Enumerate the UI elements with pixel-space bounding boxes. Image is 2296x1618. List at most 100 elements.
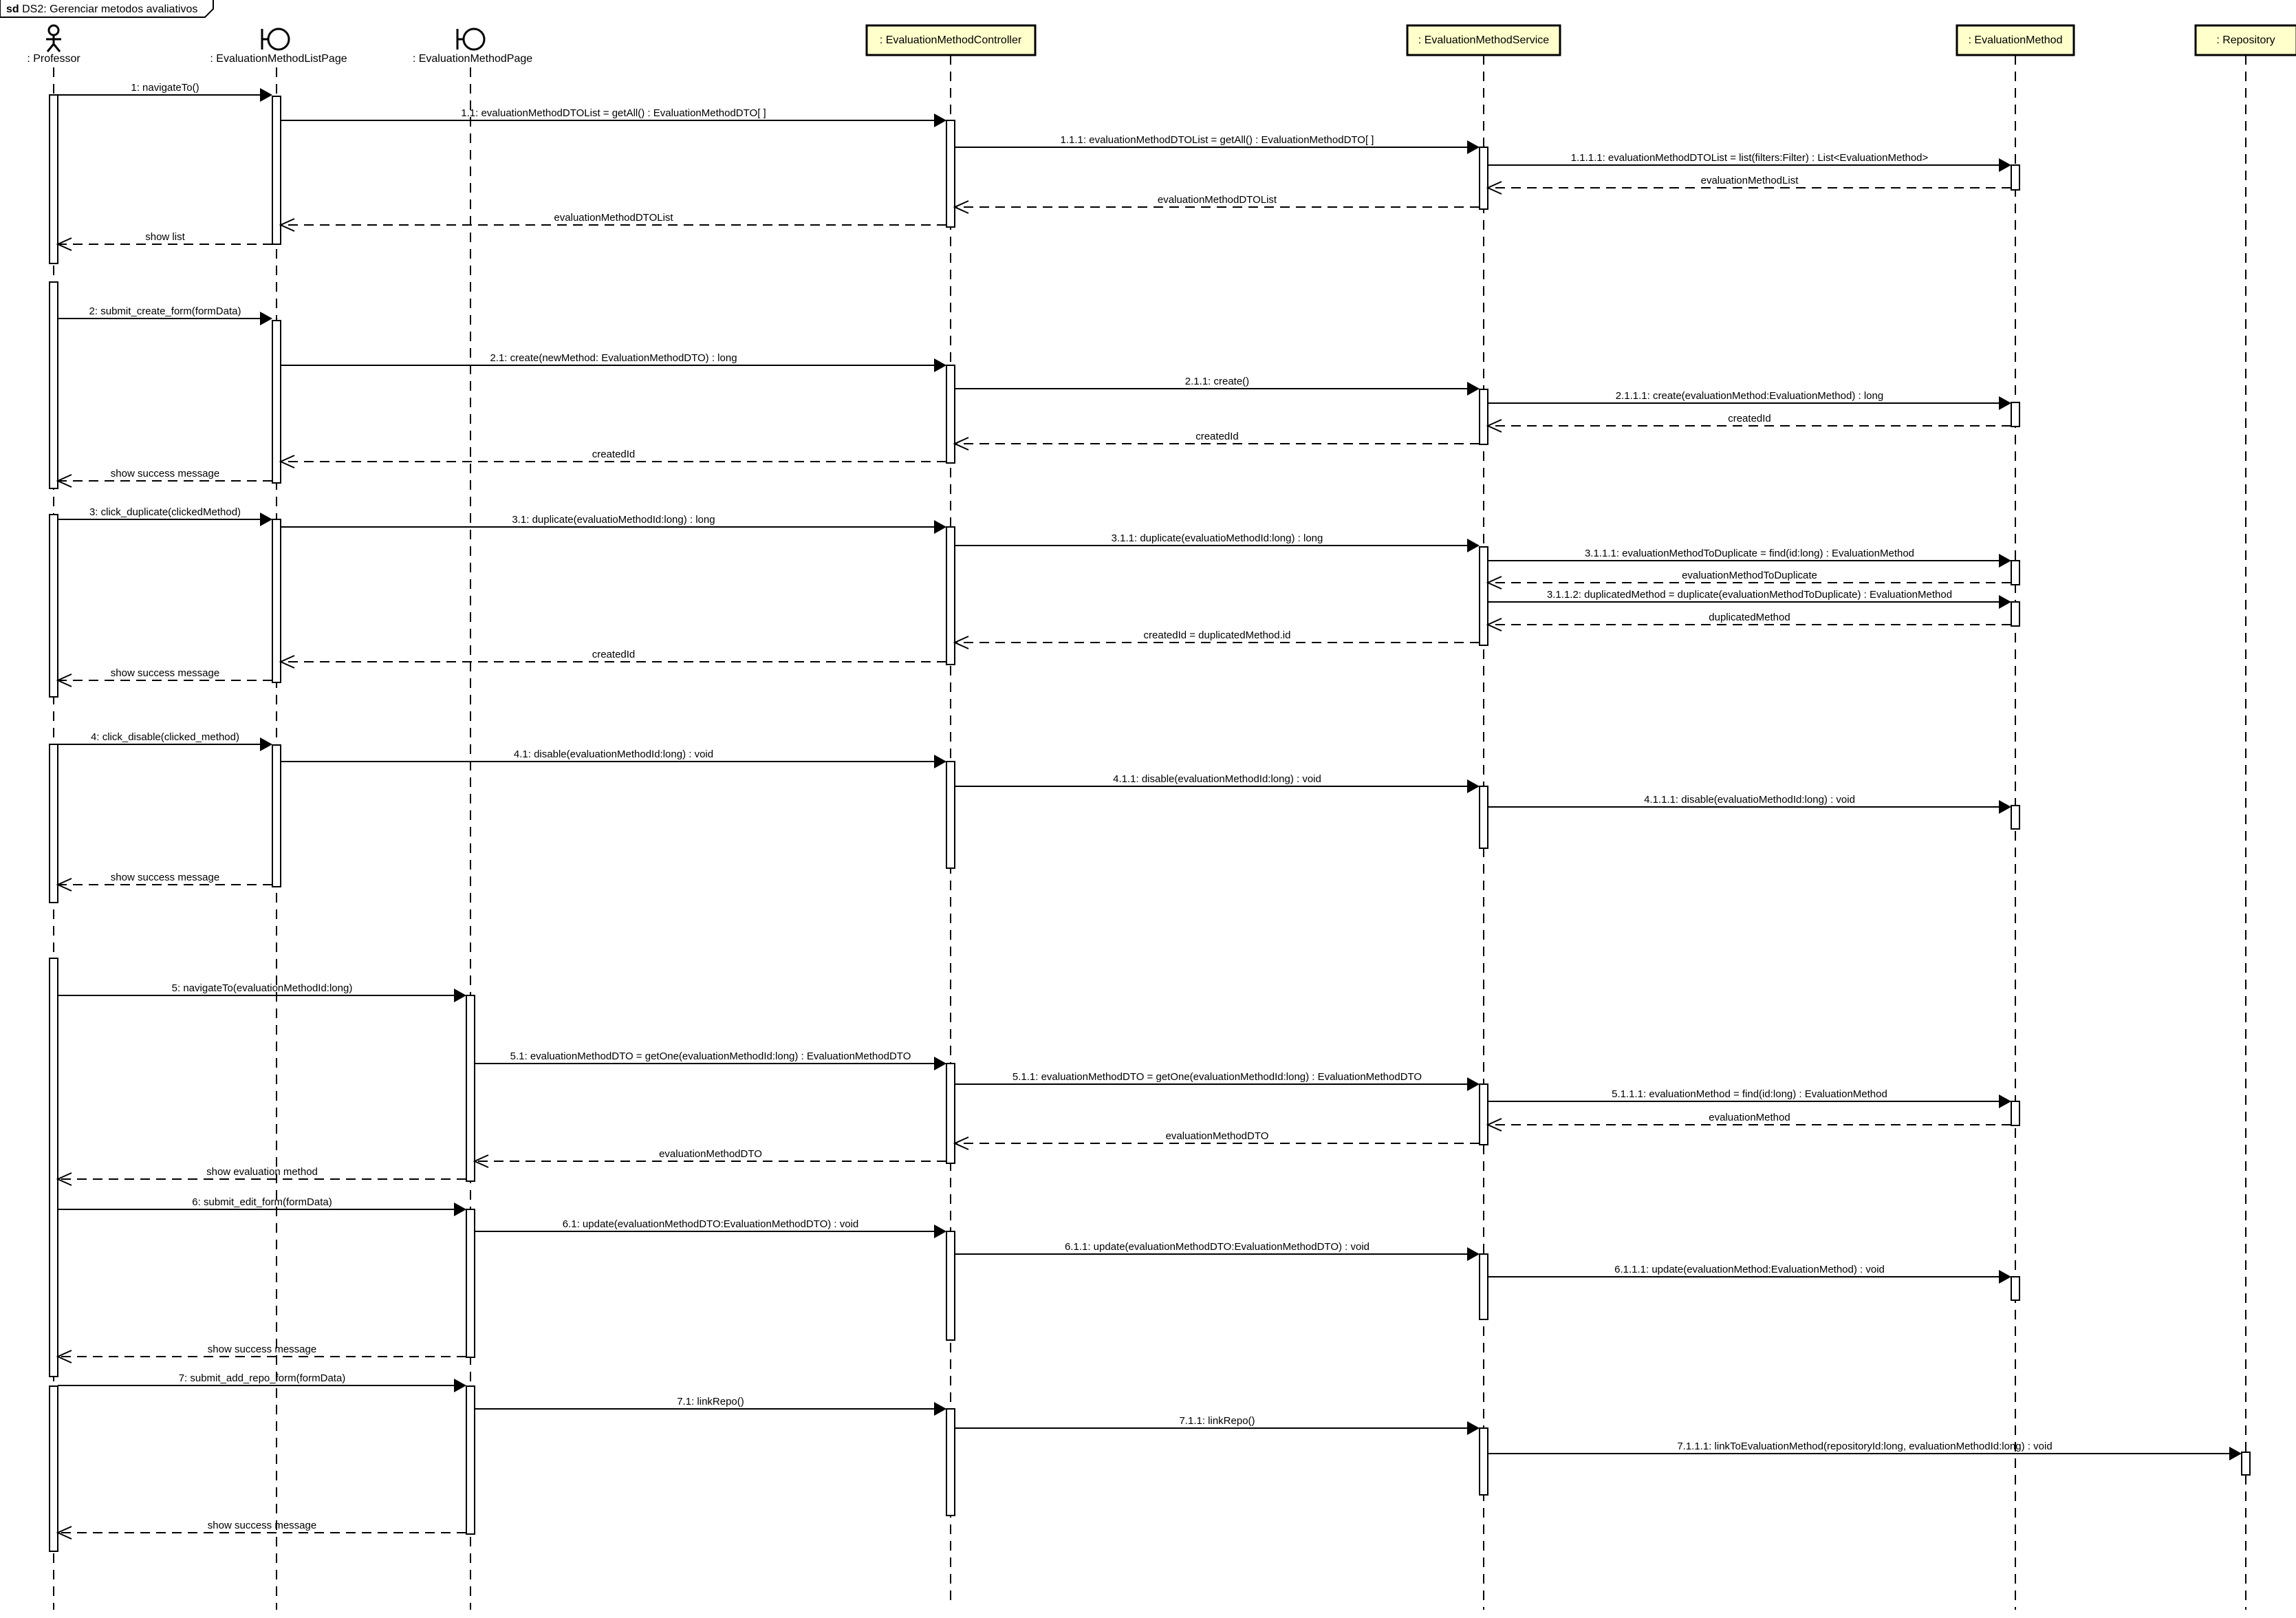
message-label: 1.1.1: evaluationMethodDTOList = getAll(… [1061,134,1374,146]
sync-message: 1.1: evaluationMethodDTOList = getAll() … [281,107,946,127]
message-label: duplicatedMethod [1709,612,1790,623]
activation-bar [49,1385,58,1552]
activation-bar [1479,1253,1488,1320]
activation-bars [49,94,2251,1552]
frame-name: DS2: Gerenciar metodos avaliativos [22,3,197,15]
sync-message: 2.1.1: create() [955,376,1480,396]
reply-message: evaluationMethodDTO [953,1130,1480,1150]
message-label: 3.1.1.1: evaluationMethodToDuplicate = f… [1585,548,1914,559]
filled-arrowhead [934,114,946,127]
message-label: 6.1: update(evaluationMethodDTO:Evaluati… [563,1218,859,1230]
activation-bar [466,1209,475,1358]
activation-bar [946,761,955,869]
message-label: show success message [208,1344,316,1355]
message-label: 5.1.1: evaluationMethodDTO = getOne(eval… [1012,1071,1422,1083]
reply-message: evaluationMethodDTO [473,1148,946,1168]
open-arrowhead [56,1350,72,1363]
reply-message: evaluationMethodToDuplicate [1486,570,2011,590]
filled-arrowhead [1467,140,1480,154]
sync-message: 6.1.1.1: update(evaluationMethod:Evaluat… [1488,1264,2011,1284]
message-label: 5.1: evaluationMethodDTO = getOne(evalua… [510,1050,911,1062]
reply-message: createdId = duplicatedMethod.id [953,629,1480,649]
lifeline-repository[interactable]: : Repository [2194,24,2296,1610]
open-arrowhead [279,655,295,669]
message-label: evaluationMethodDTO [659,1148,762,1160]
message-label: createdId [592,649,636,660]
message-label: evaluationMethodDTOList [554,212,673,224]
sync-message: 3.1: duplicate(evaluatioMethodId:long) :… [281,514,946,534]
message-label: 4: click_disable(clicked_method) [91,731,239,743]
filled-arrowhead [2229,1447,2242,1460]
sync-message: 5.1.1: evaluationMethodDTO = getOne(eval… [955,1071,1480,1091]
lifeline-controller[interactable]: : EvaluationMethodController [865,24,1037,1603]
filled-arrowhead [454,1379,466,1392]
filled-arrowhead [454,989,466,1002]
message-label: evaluationMethodDTOList [1158,194,1277,206]
class-box-service [1406,24,1561,56]
sync-message: 4: click_disable(clicked_method) [58,731,272,751]
activation-bar [1479,546,1488,646]
lifeline-label-service: : EvaluationMethodService [1418,34,1549,46]
lifeline-label-page: : EvaluationMethodPage [413,53,532,65]
activation-bar [2011,402,2020,427]
filled-arrowhead [260,737,272,751]
open-arrowhead [1486,618,1502,632]
messages: 1: navigateTo()1.1: evaluationMethodDTOL… [56,82,2242,1540]
open-arrowhead [279,218,295,232]
open-arrowhead [1486,419,1502,433]
filled-arrowhead [1467,1421,1480,1435]
message-label: show evaluation method [206,1166,318,1178]
sync-message: 7: submit_add_repo_form(formData) [58,1372,466,1392]
lifeline-label-listpage: : EvaluationMethodListPage [210,53,347,65]
activation-bar [2241,1452,2251,1476]
activation-bar [2011,560,2020,585]
message-label: evaluationMethodToDuplicate [1682,570,1817,581]
reply-message: duplicatedMethod [1486,612,2011,632]
message-label: createdId [1195,431,1239,442]
sync-message: 2: submit_create_form(formData) [58,305,272,325]
activation-bar [946,1408,955,1516]
activation-bar [49,281,58,489]
message-label: 7.1: linkRepo() [677,1396,744,1407]
message-label: show success message [111,872,219,883]
filled-arrowhead [1999,800,2011,814]
lifeline-page[interactable]: : EvaluationMethodPage [413,28,532,1610]
activation-bar [946,120,955,228]
activation-bar [1479,389,1488,445]
message-label: createdId [1728,413,1771,424]
reply-message: evaluationMethodList [1486,175,2011,195]
sync-message: 7.1.1.1: linkToEvaluationMethod(reposito… [1488,1441,2242,1460]
reply-message: show success message [56,1520,466,1540]
frame-tab: sd DS2: Gerenciar metodos avaliativos [0,0,214,18]
activation-bar [1479,786,1488,849]
sync-message: 4.1.1.1: disable(evaluatioMethodId:long)… [1488,794,2011,814]
lifeline-entity[interactable]: : EvaluationMethod [1956,24,2075,1610]
open-arrowhead [56,1172,72,1186]
filled-arrowhead [1467,1077,1480,1091]
message-label: 5: navigateTo(evaluationMethodId:long) [172,982,353,994]
open-arrowhead [56,1526,72,1540]
open-arrowhead [953,200,969,214]
message-label: 2.1.1: create() [1185,376,1249,387]
lifeline-label-professor: : Professor [27,53,80,65]
class-box-entity [1956,24,2075,56]
message-label: 4.1: disable(evaluationMethodId:long) : … [514,748,713,760]
message-label: 7.1.1.1: linkToEvaluationMethod(reposito… [1677,1441,2052,1452]
message-label: 4.1.1: disable(evaluationMethodId:long) … [1113,773,1321,785]
open-arrowhead [953,437,969,451]
sync-message: 5.1.1.1: evaluationMethod = find(id:long… [1488,1088,2011,1108]
filled-arrowhead [1467,539,1480,552]
sync-message: 4.1.1: disable(evaluationMethodId:long) … [955,773,1480,793]
message-label: 3.1.1: duplicate(evaluatioMethodId:long)… [1112,532,1323,544]
sync-message: 7.1: linkRepo() [475,1396,946,1416]
message-label: 2: submit_create_form(formData) [89,305,241,317]
message-label: 5.1.1.1: evaluationMethod = find(id:long… [1612,1088,1887,1100]
sync-message: 1.1.1: evaluationMethodDTOList = getAll(… [955,134,1480,154]
activation-bar [272,519,281,683]
reply-message: createdId [1486,413,2011,433]
reply-message: show list [56,231,272,251]
sync-message: 3.1.1.2: duplicatedMethod = duplicate(ev… [1488,589,2011,609]
filled-arrowhead [934,755,946,768]
